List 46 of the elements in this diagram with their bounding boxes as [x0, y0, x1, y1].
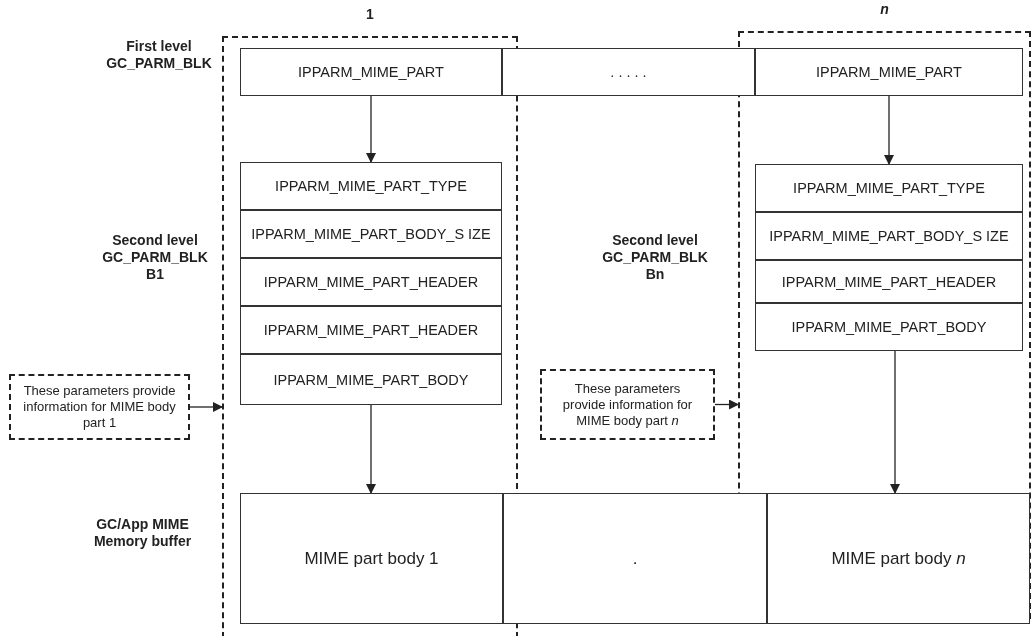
parameter-cell — [755, 164, 1023, 212]
parameter-cell — [240, 162, 502, 210]
arrow — [884, 95, 894, 165]
cell-text: IPPARM_MIME_PART_BODY_S IZE — [769, 227, 1009, 245]
arrow — [714, 399, 739, 410]
parameter-cell — [755, 48, 1023, 96]
arrow — [366, 95, 376, 163]
arrow — [366, 404, 376, 494]
cell-text: IPPARM_MIME_PART_BODY — [273, 370, 469, 389]
cell-text: MIME part body 1 — [304, 549, 439, 568]
arrow — [189, 402, 223, 412]
cell-text: IPPARM_MIME_PART_TYPE — [275, 177, 467, 195]
parameter-cell — [755, 303, 1023, 351]
cell-text: IPPARM_MIME_PART_HEADER — [263, 273, 479, 291]
cell-text: . — [632, 549, 638, 568]
parameter-cell — [240, 354, 502, 405]
cell-text: IPPARM_MIME_PART — [816, 63, 962, 81]
parameter-cell — [240, 48, 502, 96]
note-text: These parameters provide information for MIME body part n — [561, 380, 694, 429]
cell-text: IPPARM_MIME_PART_HEADER — [263, 321, 479, 339]
parameter-cell — [240, 210, 502, 258]
buffer-cell — [767, 493, 1030, 624]
row-label: GC/App MIME Memory buffer — [92, 516, 193, 550]
parameter-cell — [502, 48, 755, 96]
buffer-cell — [503, 493, 767, 624]
cell-text: IPPARM_MIME_PART_HEADER — [781, 272, 997, 291]
parameter-cell — [240, 306, 502, 354]
parameter-cell — [755, 212, 1023, 260]
column-heading: 1 — [365, 6, 375, 22]
cell-text: IPPARM_MIME_PART — [298, 63, 444, 81]
cell-text: IPPARM_MIME_PART_BODY_S IZE — [251, 225, 491, 243]
note-text: These parameters provide information for MIME body part 1 — [23, 383, 176, 431]
cell-text: IPPARM_MIME_PART_TYPE — [793, 179, 985, 197]
buffer-cell — [240, 493, 503, 624]
row-label: First level GC_PARM_BLK — [105, 38, 213, 72]
note-box — [540, 369, 715, 440]
cell-text: MIME part body n — [831, 549, 966, 568]
note-box — [9, 374, 190, 440]
cell-text: . . . . . — [610, 63, 647, 81]
cell-text: IPPARM_MIME_PART_BODY — [791, 318, 987, 336]
parameter-cell — [240, 258, 502, 306]
parameter-cell — [755, 260, 1023, 303]
column-heading: n — [879, 1, 890, 17]
arrow — [890, 350, 900, 494]
row-label: Second level GC_PARM_BLK B1 — [101, 232, 209, 283]
row-label: Second level GC_PARM_BLK Bn — [601, 232, 709, 283]
